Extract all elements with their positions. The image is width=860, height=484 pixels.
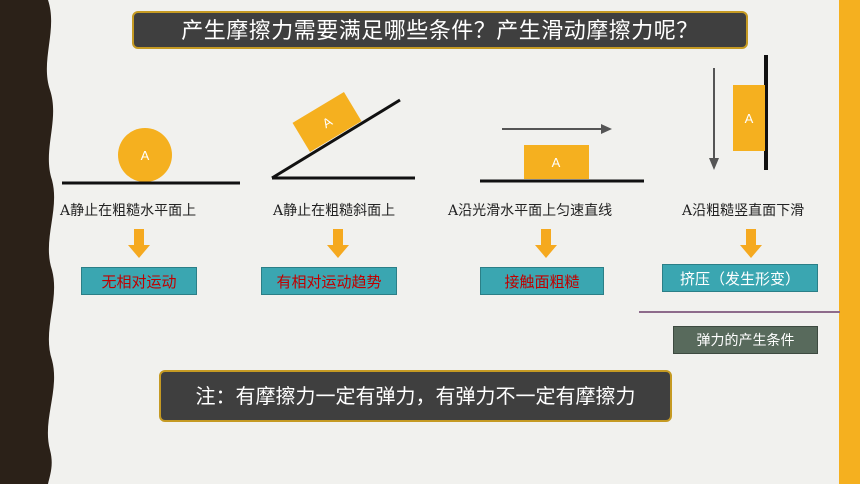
scene-4-motion-arrowhead <box>709 158 719 170</box>
scene-1-ball-on-flat: A <box>62 128 240 185</box>
scene-2-incline <box>271 98 401 180</box>
scene-4-block-label: A <box>745 111 754 126</box>
scene-1-ball-label: A <box>141 148 150 163</box>
scene-4-caption: A沿粗糙竖直面下滑 <box>682 203 805 219</box>
scene-1-down-arrow-icon <box>128 229 150 258</box>
page-title: 产生摩擦力需要满足哪些条件？产生滑动摩擦力呢？ <box>132 11 748 49</box>
scene-3-velocity-arrowhead <box>601 124 612 134</box>
right-accent-band <box>839 0 860 484</box>
scene-4-block-on-wall: A <box>709 55 768 170</box>
scene-1-ball <box>118 128 172 182</box>
scene-3-block <box>524 145 589 179</box>
scene-2-block-on-incline: A <box>271 91 415 180</box>
left-wavy-band <box>0 0 55 484</box>
scene-4-block <box>733 85 765 151</box>
scene-3-block-label: A <box>552 155 561 170</box>
scene-3-caption: A沿光滑水平面上匀速直线 <box>448 203 613 219</box>
elastic-force-condition-label: 弹力的产生条件 <box>673 326 818 354</box>
condition-compression: 挤压（发生形变） <box>662 264 818 292</box>
scene-2-block <box>292 91 362 153</box>
condition-rough-surface: 接触面粗糙 <box>480 267 604 295</box>
scene-3-block-moving: A <box>480 124 644 183</box>
note-box: 注：有摩擦力一定有弹力，有弹力不一定有摩擦力 <box>159 370 672 422</box>
scene-3-down-arrow-icon <box>535 229 557 258</box>
condition-relative-motion-tendency: 有相对运动趋势 <box>261 267 397 295</box>
condition-no-relative-motion: 无相对运动 <box>81 267 197 295</box>
scene-2-down-arrow-icon <box>327 229 349 258</box>
scene-1-caption: A静止在粗糙水平面上 <box>60 203 197 219</box>
scene-2-caption: A静止在粗糙斜面上 <box>273 203 396 219</box>
scene-4-down-arrow-icon <box>740 229 762 258</box>
